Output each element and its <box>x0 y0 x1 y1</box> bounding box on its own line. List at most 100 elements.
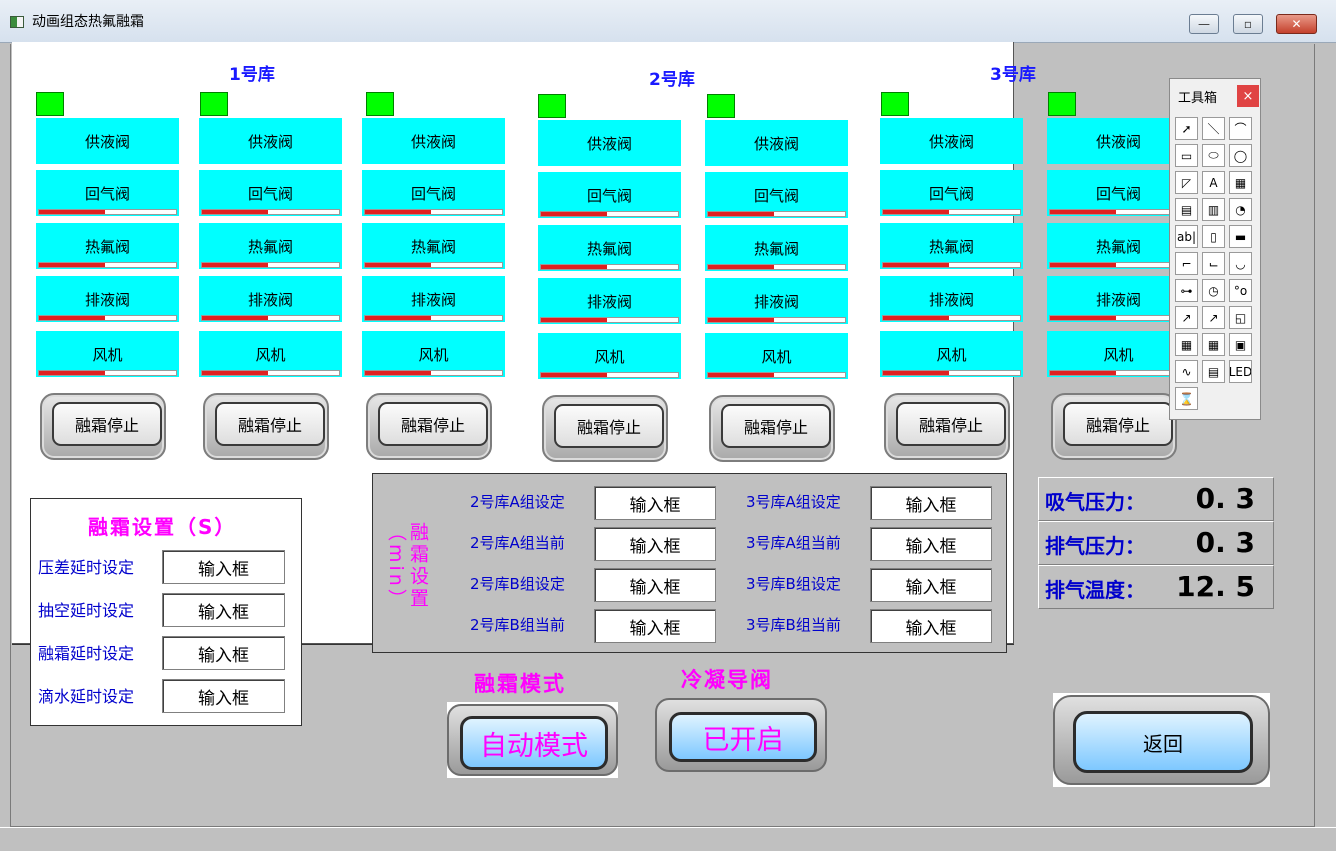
toolbox-tool-icon[interactable]: ⌐ <box>1175 252 1198 275</box>
toolbox-tool-icon[interactable]: ab| <box>1175 225 1198 248</box>
auto-mode-button[interactable]: 自动模式 <box>447 704 618 776</box>
valve-5-4[interactable]: 排液阀 <box>705 278 848 324</box>
valve-3-5[interactable]: 风机 <box>362 331 505 377</box>
valve-1-4[interactable]: 排液阀 <box>36 276 179 322</box>
valve-3-1[interactable]: 供液阀 <box>362 118 505 164</box>
stop-defrost-button-4[interactable]: 融霜停止 <box>542 395 668 462</box>
valve-6-4[interactable]: 排液阀 <box>880 276 1023 322</box>
min-setting-input[interactable]: 输入框 <box>594 527 716 561</box>
setting-input[interactable]: 输入框 <box>162 593 285 627</box>
valve-5-2[interactable]: 回气阀 <box>705 172 848 218</box>
valve-1-3[interactable]: 热氟阀 <box>36 223 179 269</box>
toolbox-tool-icon[interactable]: ◔ <box>1229 198 1252 221</box>
toolbox-tool-icon[interactable]: ⌙ <box>1202 252 1225 275</box>
valve-6-3[interactable]: 热氟阀 <box>880 223 1023 269</box>
valve-7-4[interactable]: 排液阀 <box>1047 276 1190 322</box>
toolbox-tool-icon[interactable]: ◯ <box>1229 144 1252 167</box>
stop-defrost-button-7[interactable]: 融霜停止 <box>1051 393 1177 460</box>
toolbox-tool-icon[interactable]: ◸ <box>1175 171 1198 194</box>
min-setting-input[interactable]: 输入框 <box>870 609 992 643</box>
stop-defrost-button-2[interactable]: 融霜停止 <box>203 393 329 460</box>
valve-6-2[interactable]: 回气阀 <box>880 170 1023 216</box>
valve-7-3[interactable]: 热氟阀 <box>1047 223 1190 269</box>
valve-2-5[interactable]: 风机 <box>199 331 342 377</box>
toolbox-tool-icon[interactable]: ➚ <box>1175 117 1198 140</box>
stop-defrost-button-1[interactable]: 融霜停止 <box>40 393 166 460</box>
valve-3-2[interactable]: 回气阀 <box>362 170 505 216</box>
toolbox-tool-icon[interactable]: ▤ <box>1202 360 1225 383</box>
valve-progress-fill <box>202 316 268 320</box>
valve-1-5[interactable]: 风机 <box>36 331 179 377</box>
min-setting-input[interactable]: 输入框 <box>594 609 716 643</box>
valve-4-2[interactable]: 回气阀 <box>538 172 681 218</box>
gauge-value: 0. 3 <box>1195 526 1255 559</box>
valve-5-5[interactable]: 风机 <box>705 333 848 379</box>
valve-progress-bar <box>364 209 503 215</box>
back-button[interactable]: 返回 <box>1053 695 1270 785</box>
valve-4-1[interactable]: 供液阀 <box>538 120 681 166</box>
toolbox-tool-icon[interactable]: ◱ <box>1229 306 1252 329</box>
stop-defrost-button-6[interactable]: 融霜停止 <box>884 393 1010 460</box>
min-setting-input[interactable]: 输入框 <box>594 486 716 520</box>
toolbox-tool-icon[interactable]: ▤ <box>1175 198 1198 221</box>
close-button[interactable]: ✕ <box>1276 14 1317 34</box>
setting-input[interactable]: 输入框 <box>162 550 285 584</box>
toolbox-tool-icon[interactable]: ▬ <box>1229 225 1252 248</box>
valve-7-2[interactable]: 回气阀 <box>1047 170 1190 216</box>
minimize-button[interactable]: — <box>1189 14 1219 34</box>
valve-progress-bar <box>1049 262 1188 268</box>
toolbox-tool-icon[interactable]: ◡ <box>1229 252 1252 275</box>
condense-valve-button[interactable]: 已开启 <box>655 698 827 772</box>
toolbox-tool-icon[interactable]: ◷ <box>1202 279 1225 302</box>
valve-2-3[interactable]: 热氟阀 <box>199 223 342 269</box>
valve-7-5[interactable]: 风机 <box>1047 331 1190 377</box>
valve-4-3[interactable]: 热氟阀 <box>538 225 681 271</box>
gauge-value: 12. 5 <box>1176 570 1255 603</box>
toolbox-tool-icon[interactable]: ▥ <box>1202 198 1225 221</box>
valve-2-1[interactable]: 供液阀 <box>199 118 342 164</box>
toolbox-close-button[interactable]: × <box>1237 85 1259 107</box>
valve-4-5[interactable]: 风机 <box>538 333 681 379</box>
toolbox-tool-icon[interactable]: ⬭ <box>1202 144 1225 167</box>
toolbox-tool-icon[interactable]: ▯ <box>1202 225 1225 248</box>
toolbox-tool-icon[interactable]: ∿ <box>1175 360 1198 383</box>
valve-5-3[interactable]: 热氟阀 <box>705 225 848 271</box>
toolbox-tool-icon[interactable]: °o <box>1229 279 1252 302</box>
toolbox-tool-icon[interactable]: A <box>1202 171 1225 194</box>
setting-input[interactable]: 输入框 <box>162 636 285 670</box>
toolbox-tool-icon[interactable]: LED <box>1229 360 1252 383</box>
valve-5-1[interactable]: 供液阀 <box>705 120 848 166</box>
toolbox-tool-icon[interactable]: ↗ <box>1175 306 1198 329</box>
valve-6-1[interactable]: 供液阀 <box>880 118 1023 164</box>
toolbox-tool-icon[interactable]: ▣ <box>1229 333 1252 356</box>
toolbox-tool-icon[interactable]: ▦ <box>1229 171 1252 194</box>
toolbox-tool-icon[interactable]: ⌛ <box>1175 387 1198 410</box>
min-setting-input[interactable]: 输入框 <box>870 568 992 602</box>
valve-3-4[interactable]: 排液阀 <box>362 276 505 322</box>
toolbox-tool-icon[interactable]: ⌒ <box>1229 117 1252 140</box>
valve-4-4[interactable]: 排液阀 <box>538 278 681 324</box>
valve-2-2[interactable]: 回气阀 <box>199 170 342 216</box>
toolbox-tool-icon[interactable]: ↗ <box>1202 306 1225 329</box>
min-setting-input[interactable]: 输入框 <box>870 527 992 561</box>
toolbox-tool-icon[interactable]: ▦ <box>1202 333 1225 356</box>
valve-6-5[interactable]: 风机 <box>880 331 1023 377</box>
valve-7-1[interactable]: 供液阀 <box>1047 118 1190 164</box>
toolbox-tool-icon[interactable]: ＼ <box>1202 117 1225 140</box>
valve-3-3[interactable]: 热氟阀 <box>362 223 505 269</box>
valve-1-2[interactable]: 回气阀 <box>36 170 179 216</box>
valve-2-4[interactable]: 排液阀 <box>199 276 342 322</box>
valve-1-1[interactable]: 供液阀 <box>36 118 179 164</box>
toolbox-tool-icon[interactable]: ⊶ <box>1175 279 1198 302</box>
min-setting-input[interactable]: 输入框 <box>870 486 992 520</box>
valve-progress-fill <box>883 263 949 267</box>
min-setting-input[interactable]: 输入框 <box>594 568 716 602</box>
setting-input[interactable]: 输入框 <box>162 679 285 713</box>
stop-defrost-button-5[interactable]: 融霜停止 <box>709 395 835 462</box>
valve-progress-fill <box>39 263 105 267</box>
restore-button[interactable]: ▫ <box>1233 14 1263 34</box>
toolbox-tool-icon[interactable]: ▭ <box>1175 144 1198 167</box>
min-setting-label: 2号库A组设定 <box>470 493 565 511</box>
stop-defrost-button-3[interactable]: 融霜停止 <box>366 393 492 460</box>
toolbox-tool-icon[interactable]: ▦ <box>1175 333 1198 356</box>
